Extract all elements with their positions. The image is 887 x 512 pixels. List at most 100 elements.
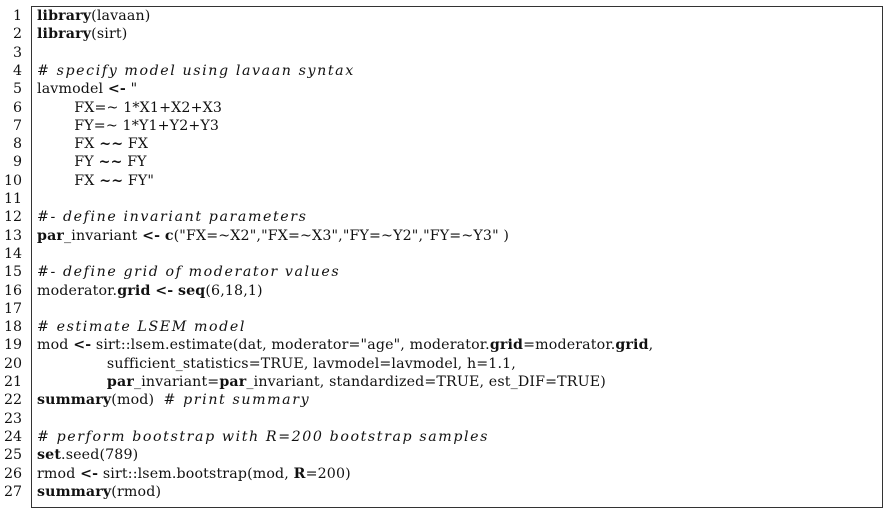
line-number: 27 bbox=[3, 483, 22, 500]
line-number: 6 bbox=[12, 99, 22, 116]
line-number: 23 bbox=[3, 410, 22, 427]
line-number: 26 bbox=[3, 465, 22, 482]
code-keyword: par bbox=[219, 374, 247, 390]
code-text: #- define grid of moderator values bbox=[37, 263, 340, 281]
line-number: 4 bbox=[12, 62, 22, 79]
code-keyword: <- bbox=[155, 282, 174, 299]
code-token: moderator. bbox=[37, 282, 118, 299]
code-keyword: par bbox=[106, 374, 134, 390]
code-comment: #- define invariant parameters bbox=[37, 209, 308, 226]
code-keyword: summary bbox=[37, 392, 112, 409]
code-keyword: ~~ bbox=[99, 136, 124, 153]
code-keyword: <- bbox=[107, 81, 126, 98]
code-keyword: <- bbox=[73, 337, 92, 354]
code-comment: # specify model using lavaan syntax bbox=[37, 62, 355, 79]
line-number: 13 bbox=[3, 227, 22, 244]
line-number: 24 bbox=[3, 428, 22, 445]
code-keyword: R bbox=[293, 465, 306, 482]
code-comment: # estimate LSEM model bbox=[37, 319, 246, 336]
code-keyword: <- bbox=[142, 227, 161, 244]
code-token: sirt::lsem.bootstrap(mod, bbox=[98, 465, 294, 482]
code-token: _invariant bbox=[64, 227, 143, 244]
code-text: rmod <- sirt::lsem.bootstrap(mod, R=200) bbox=[37, 465, 351, 483]
code-keyword: library bbox=[37, 8, 92, 24]
code-token: .seed(789) bbox=[61, 447, 139, 464]
code-keyword: ~~ bbox=[98, 154, 123, 171]
code-keyword: library bbox=[37, 26, 92, 43]
line-number: 3 bbox=[12, 44, 22, 61]
code-text: mod <- sirt::lsem.estimate(dat, moderato… bbox=[37, 336, 653, 354]
code-token: mod bbox=[37, 337, 74, 354]
line-number: 16 bbox=[3, 282, 22, 299]
code-text: lavmodel <- " bbox=[37, 80, 137, 98]
code-text: summary(mod) # print summary bbox=[37, 391, 310, 409]
line-number: 10 bbox=[3, 172, 22, 189]
line-number: 2 bbox=[12, 26, 22, 43]
line-number: 1 bbox=[12, 8, 22, 24]
code-text: # estimate LSEM model bbox=[37, 318, 246, 336]
code-token: sufficient_statistics=TRUE, lavmodel=lav… bbox=[37, 355, 516, 372]
line-number: 11 bbox=[3, 191, 22, 207]
code-token bbox=[37, 374, 107, 390]
line-number: 8 bbox=[12, 136, 22, 153]
code-token: , bbox=[648, 337, 654, 354]
code-keyword: grid bbox=[615, 337, 649, 354]
code-text: #- define invariant parameters bbox=[37, 208, 308, 226]
code-text: library(sirt) bbox=[37, 25, 127, 43]
line-number: 17 bbox=[3, 300, 22, 317]
code-token: =moderator. bbox=[523, 337, 616, 354]
line-number: 7 bbox=[12, 117, 22, 134]
code-token: (lavaan) bbox=[91, 8, 151, 24]
code-token: FY bbox=[122, 154, 147, 171]
code-text: moderator.grid <- seq(6,18,1) bbox=[37, 282, 263, 300]
code-text: sufficient_statistics=TRUE, lavmodel=lav… bbox=[37, 355, 516, 373]
line-number: 20 bbox=[3, 355, 22, 372]
line-number: 25 bbox=[3, 447, 22, 464]
line-number: 9 bbox=[12, 154, 22, 171]
code-keyword: par bbox=[37, 227, 65, 244]
code-token: rmod bbox=[37, 465, 81, 482]
line-number: 19 bbox=[3, 337, 22, 354]
code-text: # perform bootstrap with R=200 bootstrap… bbox=[37, 428, 489, 446]
code-token: sirt::lsem.estimate(dat, moderator="age"… bbox=[91, 337, 490, 354]
code-text: # specify model using lavaan syntax bbox=[37, 62, 355, 80]
code-token: FX bbox=[37, 136, 100, 153]
code-token: ("FX=~X2","FX=~X3","FY=~Y2","FY=~Y3" ) bbox=[173, 227, 510, 244]
code-keyword: summary bbox=[37, 483, 112, 500]
line-number: 14 bbox=[3, 245, 22, 262]
code-token: lavmodel bbox=[37, 81, 108, 98]
code-token: (rmod) bbox=[111, 483, 162, 500]
code-keyword: c bbox=[164, 227, 174, 244]
line-number: 18 bbox=[3, 319, 22, 336]
code-token: FX bbox=[37, 172, 100, 189]
code-text: summary(rmod) bbox=[37, 483, 161, 501]
code-token: FX bbox=[123, 136, 149, 153]
code-text: par_invariant=par_invariant, standardize… bbox=[37, 373, 606, 391]
code-text: par_invariant <- c("FX=~X2","FX=~X3","FY… bbox=[37, 227, 509, 245]
code-token: " bbox=[125, 81, 138, 98]
code-text: FX=~ 1*X1+X2+X3 bbox=[37, 99, 222, 117]
code-frame bbox=[31, 6, 883, 508]
code-token: _invariant= bbox=[133, 374, 220, 390]
code-keyword: <- bbox=[80, 465, 99, 482]
code-comment: # print summary bbox=[163, 392, 311, 409]
line-number: 5 bbox=[12, 81, 22, 98]
code-text: FX ~~ FX bbox=[37, 135, 148, 153]
line-number: 22 bbox=[3, 392, 22, 409]
code-token: (6,18,1) bbox=[205, 282, 263, 299]
code-text: library(lavaan) bbox=[37, 7, 150, 25]
code-keyword: seq bbox=[177, 282, 206, 299]
code-keyword: ~~ bbox=[99, 172, 124, 189]
code-token: FY bbox=[37, 154, 99, 171]
code-comment: # perform bootstrap with R=200 bootstrap… bbox=[37, 428, 490, 445]
line-number: 12 bbox=[3, 209, 22, 226]
line-number: 21 bbox=[3, 374, 22, 390]
code-token: (sirt) bbox=[91, 26, 128, 43]
code-keyword: grid bbox=[489, 337, 524, 354]
code-text: FY ~~ FY bbox=[37, 153, 147, 171]
line-number: 15 bbox=[3, 264, 22, 281]
code-keyword: set bbox=[37, 447, 62, 464]
code-token: =200) bbox=[305, 465, 351, 482]
code-comment: #- define grid of moderator values bbox=[37, 264, 341, 281]
code-token: FY=~ 1*Y1+Y2+Y3 bbox=[37, 117, 220, 134]
